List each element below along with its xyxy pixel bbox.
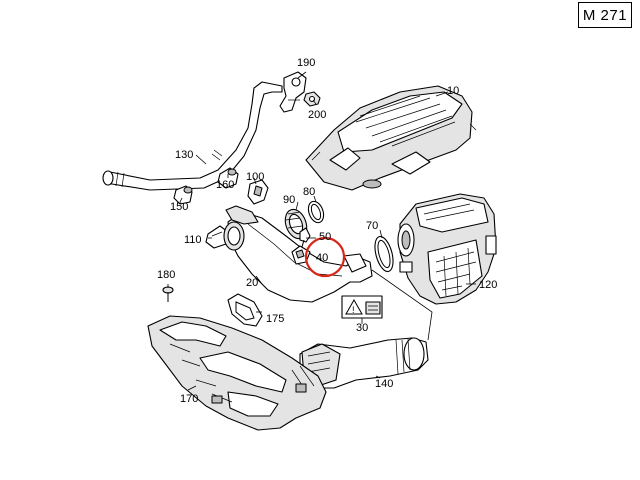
label-110[interactable]: 110 (184, 234, 202, 246)
label-200[interactable]: 200 (308, 109, 326, 121)
nut-200[interactable] (303, 91, 321, 107)
air-guide-170[interactable] (147, 315, 327, 431)
engine-cover-10[interactable] (305, 85, 477, 191)
bolt-180[interactable] (162, 286, 174, 302)
bracket-190[interactable] (279, 71, 307, 113)
label-140[interactable]: 140 (375, 378, 393, 390)
seal-ring-80[interactable] (306, 199, 327, 224)
connector-100[interactable] (247, 179, 269, 205)
label-70[interactable]: 70 (366, 220, 378, 232)
label-175[interactable]: 175 (266, 313, 284, 325)
intake-snorkel-140[interactable] (299, 337, 429, 389)
label-80[interactable]: 80 (303, 186, 315, 198)
label-180[interactable]: 180 (157, 269, 175, 281)
label-160[interactable]: 160 (216, 179, 234, 191)
label-100[interactable]: 100 (246, 171, 264, 183)
svg-text:!: ! (352, 305, 355, 315)
label-150[interactable]: 150 (170, 201, 188, 213)
label-190[interactable]: 190 (297, 57, 315, 69)
label-50[interactable]: 50 (319, 231, 331, 243)
label-90[interactable]: 90 (283, 194, 295, 206)
label-40[interactable]: 40 (316, 252, 328, 264)
label-30[interactable]: 30 (356, 322, 368, 334)
label-20[interactable]: 20 (246, 277, 258, 289)
gasket-175[interactable] (227, 293, 263, 327)
air-filter-housing-120[interactable] (397, 193, 497, 305)
highlight-circle (304, 236, 346, 278)
part-labels: 10 20 30 40 50 70 80 90 100 110 120 130 … (157, 57, 497, 405)
warning-label-30[interactable]: ! (341, 295, 383, 319)
model-code-badge: M 271 (578, 2, 632, 28)
plug-150[interactable] (173, 185, 193, 205)
gasket-70[interactable] (372, 235, 397, 274)
label-130[interactable]: 130 (175, 149, 193, 161)
label-170[interactable]: 170 (180, 393, 198, 405)
leader-lines (167, 71, 476, 391)
label-10[interactable]: 10 (447, 85, 459, 97)
vent-hose-130[interactable] (102, 81, 283, 191)
label-120[interactable]: 120 (479, 279, 497, 291)
